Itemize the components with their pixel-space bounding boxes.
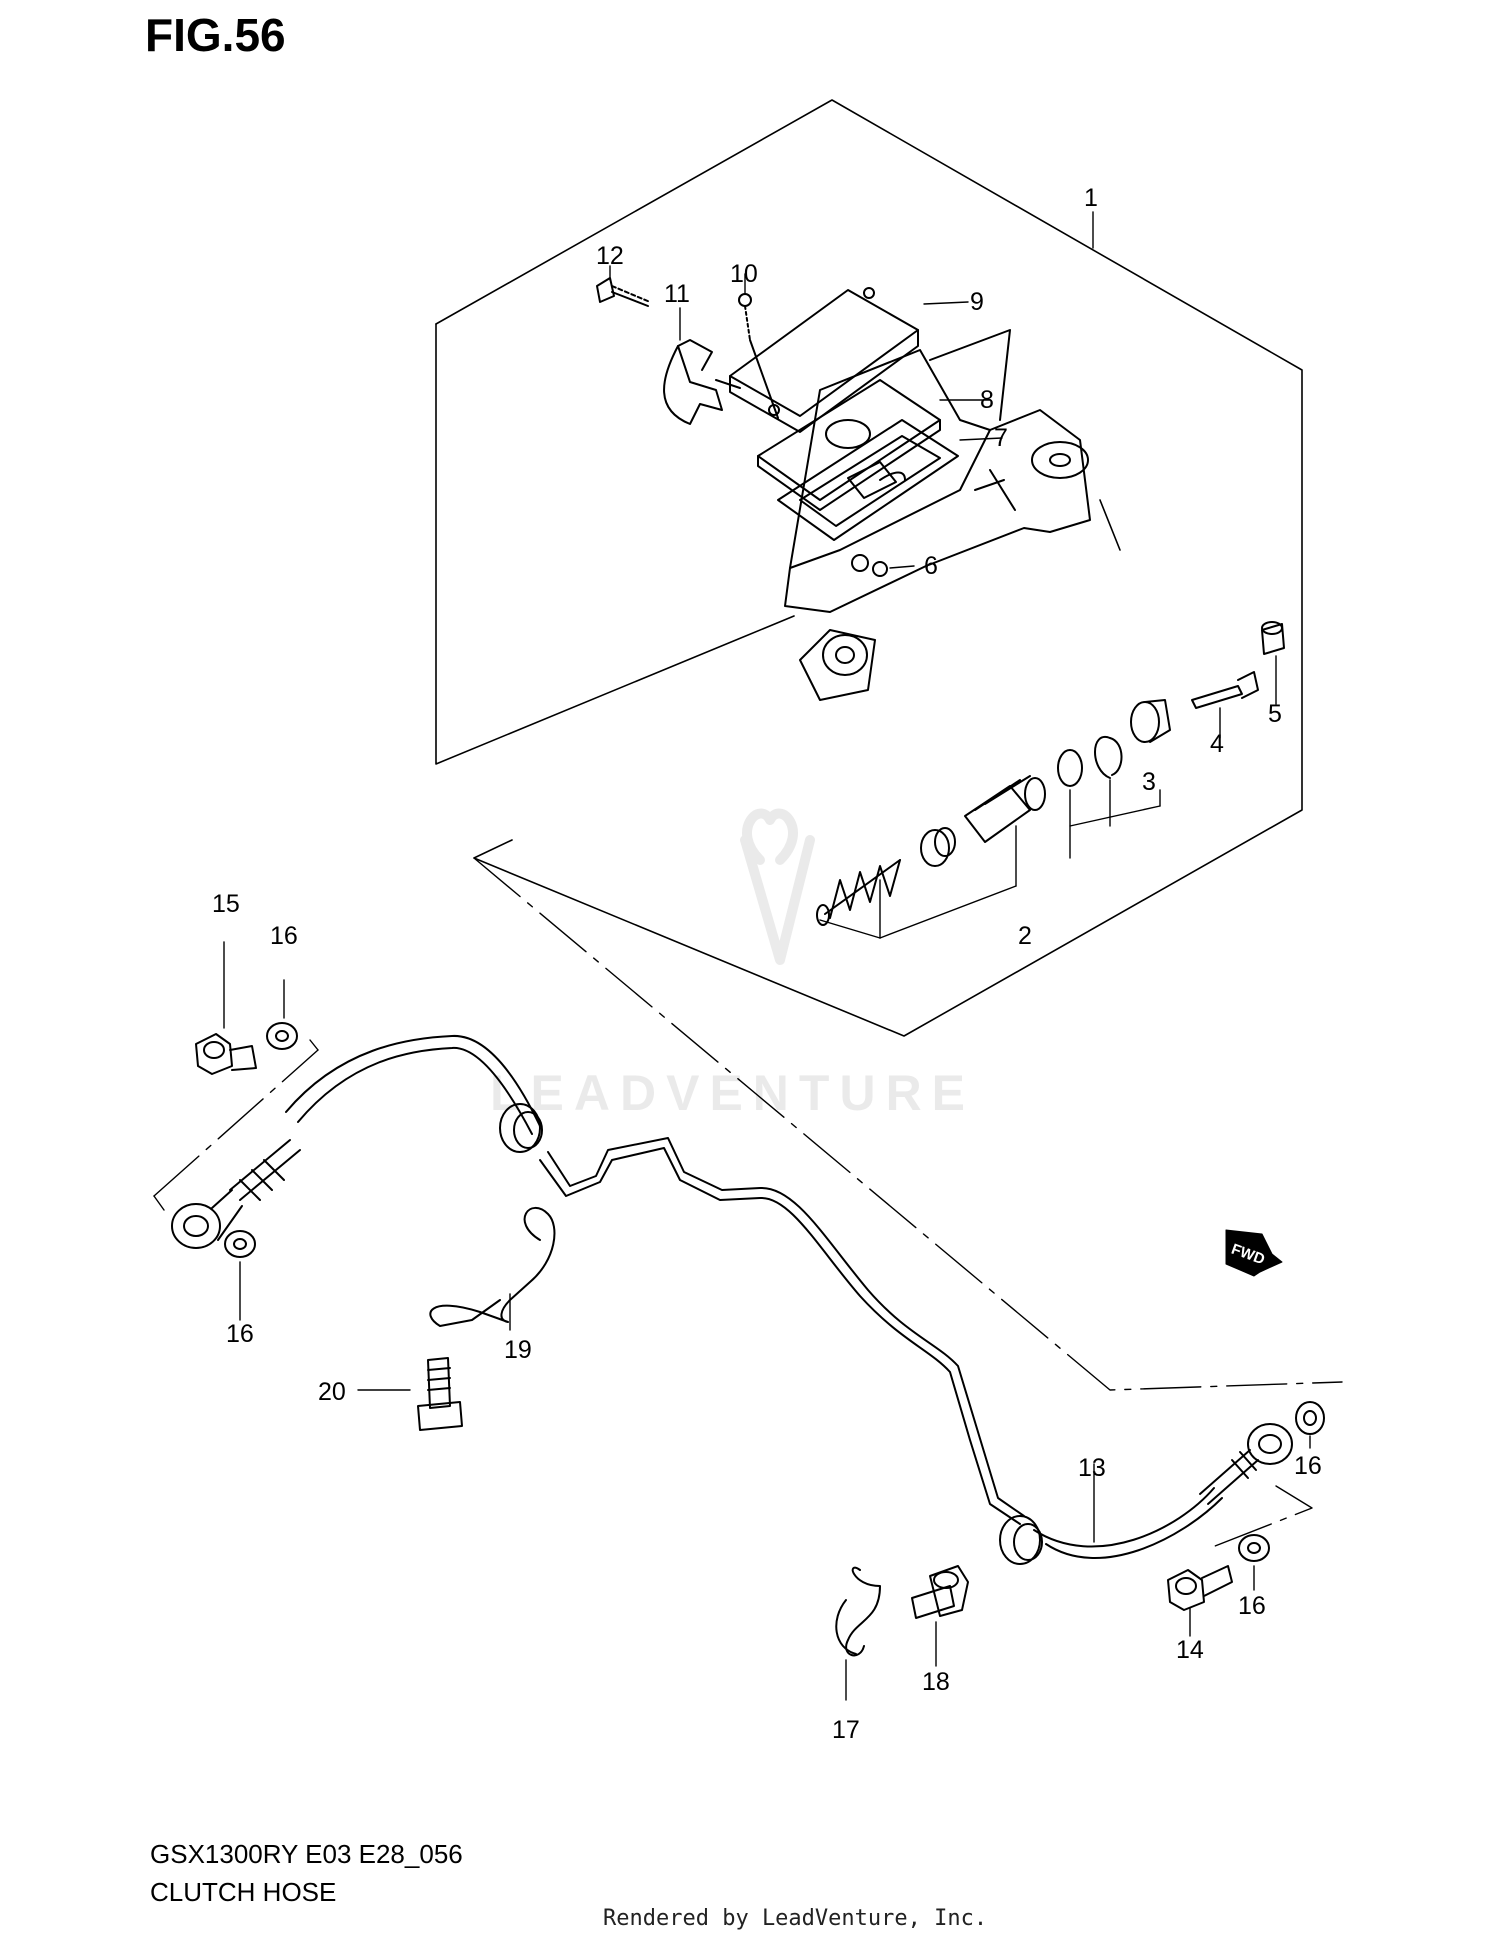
callout-17: 17 bbox=[832, 1716, 860, 1744]
callout-16b: 16 bbox=[226, 1320, 254, 1348]
master-cylinder-assembly-outline bbox=[435, 99, 1303, 1037]
callout-3: 3 bbox=[1142, 768, 1156, 796]
diagram-caption: CLUTCH HOSE bbox=[150, 1877, 337, 1907]
callout-4: 4 bbox=[1210, 730, 1224, 758]
callout-11: 11 bbox=[664, 280, 690, 308]
callout-18: 18 bbox=[922, 1668, 950, 1696]
callout-7: 7 bbox=[994, 424, 1008, 452]
watermark-text: LEADVENTURE bbox=[490, 1065, 975, 1121]
piston-cup bbox=[920, 827, 956, 867]
piston bbox=[964, 775, 1046, 843]
union-bolt-upper bbox=[195, 1033, 257, 1075]
union-bolt-lower bbox=[1167, 1565, 1233, 1611]
callout-15: 15 bbox=[212, 890, 240, 918]
hose-clamp bbox=[429, 1207, 556, 1327]
washer-right-lower bbox=[1238, 1534, 1270, 1562]
callout-13: 13 bbox=[1078, 1454, 1106, 1482]
callout-2: 2 bbox=[1018, 922, 1032, 950]
washer-right-upper bbox=[1295, 1401, 1325, 1435]
watermark-logo bbox=[740, 808, 815, 965]
callout-14: 14 bbox=[1176, 1636, 1204, 1664]
callout-16a: 16 bbox=[270, 922, 298, 950]
callout-8: 8 bbox=[980, 386, 994, 414]
diaphragm-plate bbox=[757, 379, 941, 511]
fwd-direction-arrow bbox=[1225, 1229, 1283, 1277]
piston-seal bbox=[1057, 749, 1083, 787]
callout-9: 9 bbox=[970, 288, 984, 316]
clamp-bolt-lower bbox=[417, 1357, 463, 1431]
piston-spring bbox=[816, 859, 901, 926]
clamp-bolt bbox=[596, 277, 651, 307]
push-rod bbox=[1191, 671, 1259, 709]
hose-fitting-right bbox=[1199, 1449, 1259, 1505]
model-code: GSX1300RY E03 E28_056 bbox=[150, 1839, 463, 1869]
callout-labels: 1 2 3 4 5 6 7 8 9 10 11 12 13 14 15 16 1… bbox=[212, 184, 1322, 1744]
washer-left bbox=[224, 1230, 256, 1258]
washer-upper bbox=[266, 1022, 298, 1050]
handlebar-clamp bbox=[663, 339, 741, 425]
master-cylinder-body bbox=[784, 329, 1091, 701]
callout-6: 6 bbox=[924, 552, 938, 580]
banjo-right bbox=[1247, 1423, 1293, 1465]
callout-10: 10 bbox=[730, 260, 758, 288]
boot bbox=[1130, 699, 1171, 743]
banjo-left bbox=[171, 1189, 243, 1249]
render-credit: Rendered by LeadVenture, Inc. bbox=[603, 1906, 988, 1931]
callout-5: 5 bbox=[1268, 700, 1282, 728]
callout-leaders-lower bbox=[223, 941, 1311, 1701]
hose-grommet bbox=[499, 1103, 1043, 1565]
callout-19: 19 bbox=[504, 1336, 532, 1364]
figure-title: FIG.56 bbox=[145, 9, 286, 61]
callout-16d: 16 bbox=[1238, 1592, 1266, 1620]
reservoir-gasket bbox=[777, 419, 959, 541]
bolt-18 bbox=[911, 1565, 969, 1619]
bleeder-screw bbox=[872, 561, 888, 577]
callout-1: 1 bbox=[1084, 184, 1098, 212]
callout-20: 20 bbox=[318, 1378, 346, 1406]
hose-clip bbox=[835, 1566, 881, 1657]
hose-fitting-left bbox=[229, 1139, 301, 1201]
push-rod-nut bbox=[1261, 621, 1285, 655]
installation-guide-lines bbox=[153, 857, 1343, 1549]
reservoir-cover-plate bbox=[729, 287, 919, 433]
circlip bbox=[1094, 735, 1123, 779]
callout-leaders-upper bbox=[609, 211, 1277, 939]
callout-12: 12 bbox=[596, 242, 624, 270]
clutch-hose bbox=[285, 1034, 1223, 1559]
callout-16c: 16 bbox=[1294, 1452, 1322, 1480]
